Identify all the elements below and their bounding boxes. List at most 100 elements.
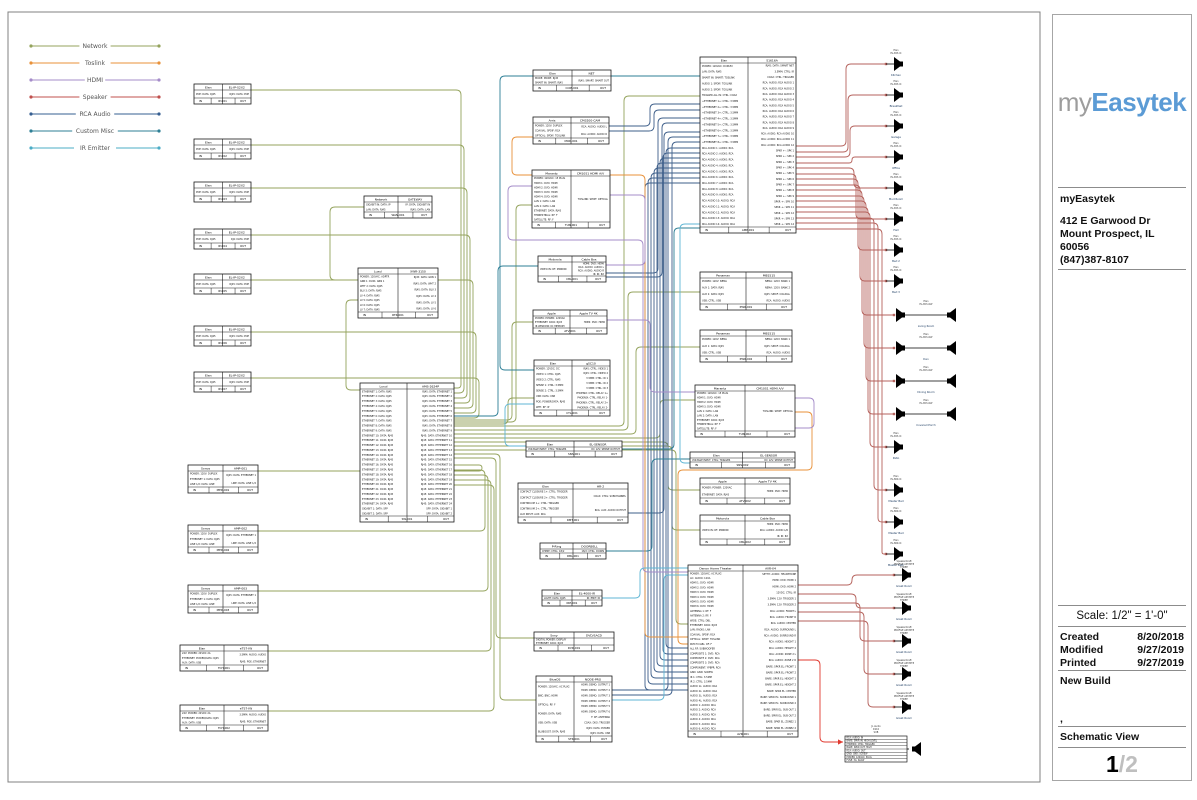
svg-text:OUT: OUT [599, 411, 605, 415]
svg-text:RCA AUDIO 12: AUDIO: RCA: RCA AUDIO 12: AUDIO: RCA [702, 211, 735, 214]
svg-text:SATELLITE: RF: F: SATELLITE: RF: F [697, 428, 717, 431]
svg-text:OUT: OUT [785, 228, 791, 232]
svg-text:ETHERNET: DATA: RJ45: ETHERNET: DATA: RJ45 [534, 209, 562, 212]
svg-text:LAN 2: DATA: LAN: LAN 2: DATA: LAN [534, 205, 555, 208]
wire-spk [798, 574, 894, 586]
wire-spk [796, 94, 886, 153]
svg-text:VIDEO IN: RF: MINIDIN: VIDEO IN: RF: MINIDIN [702, 529, 729, 532]
svg-text:TOSLINK: SPDIF: OPTICAL: TOSLINK: SPDIF: OPTICAL [578, 198, 609, 201]
svg-text:RJ45: DATA: ETHERNET 1: RJ45: DATA: ETHERNET 1 [226, 594, 256, 597]
svg-text:CTL-001: CTL-001 [566, 411, 578, 415]
logo-name: Easytek [1091, 87, 1187, 117]
wire-hdmi [607, 319, 695, 393]
svg-text:IN: IN [545, 554, 548, 558]
svg-text:BARE: SPKR EL: SUB OUT 1: BARE: SPKR EL: SUB OUT 1 [764, 708, 797, 711]
svg-text:BARE: SPKR OUT: HIGH: BARE: SPKR OUT: HIGH [847, 746, 873, 749]
svg-text:CBL-002: CBL-002 [739, 540, 751, 544]
svg-text:Marantz: Marantz [545, 172, 558, 176]
svg-text:+ETHERNET 8+: CTRL: 3.5MM: +ETHERNET 8+: CTRL: 3.5MM [702, 141, 738, 144]
svg-text:Toslink: Toslink [84, 60, 106, 67]
svg-text:OUT: OUT [781, 357, 787, 361]
svg-text:RCA: AUDIO: RCA AUDIO 7: RCA: AUDIO: RCA AUDIO 7 [763, 116, 795, 119]
svg-text:OUT: OUT [601, 737, 607, 741]
svg-text:RCA: AUDIO: ZONE 2 R: RCA: AUDIO: ZONE 2 R [769, 659, 797, 662]
svg-text:OUT: OUT [595, 554, 601, 558]
svg-text:IP-003: IP-003 [218, 197, 227, 201]
svg-text:3.5MM: CTRL: IR 3: 3.5MM: CTRL: IR 3 [586, 387, 608, 390]
svg-text:OPTICAL: SPDIF: TOSLINK: OPTICAL: SPDIF: TOSLINK [690, 638, 721, 641]
svg-text:RCA: AUDIO: SURROUND R: RCA: AUDIO: SURROUND R [764, 635, 796, 638]
svg-text:DOORBELL: DOORBELL [581, 545, 598, 549]
svg-text:SPKR +-: SPK 12: SPKR +-: SPK 12 [774, 212, 794, 215]
svg-text:HDMI 3: DVD: HDMI: HDMI 3: DVD: HDMI [534, 191, 558, 194]
svg-text:HDMI: DEMO: OUTPUT 1: HDMI: DEMO: OUTPUT 1 [581, 684, 610, 687]
svg-text:ETHERNET 15: DATA: RJ45: ETHERNET 15: DATA: RJ45 [362, 459, 394, 462]
svg-text:ETHERNET 13: DATA: RJ45: ETHERNET 13: DATA: RJ45 [362, 449, 394, 452]
svg-text:SNS-001: SNS-001 [568, 452, 580, 456]
wire-net [251, 89, 462, 389]
svg-text:RCA: AUDIO: RCA AUDIO 9: RCA: AUDIO: RCA AUDIO 9 [763, 127, 795, 130]
svg-text:AMP-002: AMP-002 [234, 527, 247, 531]
svg-text:HDMI: DEMO: OUTPUT 2: HDMI: DEMO: OUTPUT 2 [581, 689, 610, 692]
svg-text:Elan: Elan [199, 647, 206, 651]
svg-text:WAN-001: WAN-001 [392, 213, 405, 217]
wire-spk [798, 593, 894, 609]
svg-text:XWR-3150: XWR-3150 [410, 270, 426, 274]
svg-text:ETHERNET: DATA: RJ45: ETHERNET: DATA: RJ45 [535, 321, 563, 324]
wire-net [454, 457, 534, 639]
svg-text:RJ45: DATA: LAN: RJ45: DATA: LAN [411, 208, 431, 211]
svg-text:IP-007: IP-007 [218, 387, 227, 391]
svg-text:DBL-001: DBL-001 [567, 554, 579, 558]
wire-rca [609, 103, 700, 127]
svg-text:IN: IN [541, 737, 544, 741]
svg-text:CM10S1 HDMI A/V: CM10S1 HDMI A/V [577, 172, 605, 176]
wire-net [345, 299, 438, 391]
svg-text:BARE: SPKR EL: FRONT 2: BARE: SPKR EL: FRONT 2 [766, 671, 796, 674]
svg-text:OUT: OUT [247, 548, 253, 552]
svg-text:RJ45: DATA: ETHERNET 14: RJ45: DATA: ETHERNET 14 [421, 454, 453, 457]
svg-text:IN: IN [523, 518, 526, 522]
svg-text:BARE: SPKR EL: ZONE2 1: BARE: SPKR EL: ZONE2 1 [766, 721, 796, 724]
address-line-2: Mount Prospect, IL 60056 [1060, 228, 1155, 253]
svg-text:ETHERNET 14: DATA: RJ45: ETHERNET 14: DATA: RJ45 [362, 454, 394, 457]
svg-text:LAN 1: DATA: LAN: LAN 1: DATA: LAN [534, 200, 555, 203]
svg-text:USB: DATA: USB: USB: DATA: USB [538, 721, 557, 724]
page-indicator[interactable]: 1/2 [1053, 751, 1191, 778]
svg-text:OUT: OUT [240, 341, 246, 345]
page-current[interactable]: 1 [1106, 751, 1119, 777]
svg-text:OUT: OUT [240, 387, 246, 391]
svg-text:AUDIO 4: AUDIO: RCA: AUDIO 4: AUDIO: RCA [690, 718, 716, 721]
svg-text:MB1515: MB1515 [763, 332, 775, 336]
svg-text:COMPONENT: YPBPR: RCA: COMPONENT: YPBPR: RCA [690, 666, 721, 669]
svg-text:RCA: AUDIO: AUDIO L: RCA: AUDIO: AUDIO L [581, 126, 607, 129]
wire-ir [679, 223, 700, 464]
svg-text:TRIGGER ALL IN: CTRL: COAX: TRIGGER ALL IN: CTRL: COAX [702, 94, 737, 97]
wire-net [258, 469, 486, 532]
svg-text:ETHERNET 24: DATA: RJ45: ETHERNET 24: DATA: RJ45 [362, 503, 394, 506]
svg-text:IP-001: IP-001 [218, 99, 227, 103]
svg-text:POWER: 120VAC: ADPTR: POWER: 120VAC: ADPTR [360, 275, 390, 278]
svg-text:IP-005: IP-005 [218, 289, 227, 293]
svg-text:EL-653-IC: EL-653-IC [890, 269, 901, 272]
svg-text:SpeakerCraft: SpeakerCraft [897, 692, 912, 695]
svg-text:RCA: AUDIO: HEIGHT 1: RCA: AUDIO: HEIGHT 1 [769, 641, 797, 644]
svg-text:HDMI: DEMO: OUTPUT 6: HDMI: DEMO: OUTPUT 6 [581, 711, 610, 714]
svg-text:Network: Network [375, 198, 388, 202]
svg-text:ETHERNET 17: DATA: RJ45: ETHERNET 17: DATA: RJ45 [362, 468, 394, 471]
svg-text:POWER: 120V: NEMA: POWER: 120V: NEMA [702, 338, 727, 341]
svg-text:GRN 1: DATA: GRN 1: GRN 1: DATA: GRN 1 [360, 280, 385, 283]
svg-text:Master Bed: Master Bed [888, 499, 904, 503]
svg-text:PHOENIX: CTRL: RELAY 2+: PHOENIX: CTRL: RELAY 2+ [576, 402, 608, 405]
svg-text:EL-IP-S2X2: EL-IP-S2X2 [229, 86, 245, 90]
page-total[interactable]: /2 [1118, 751, 1138, 777]
svg-text:OUT: OUT [779, 499, 785, 503]
svg-text:VOLTAGE INPUT: CTRL: TRIGGER: VOLTAGE INPUT: CTRL: TRIGGER [692, 459, 731, 462]
svg-text:RCA: AUDIO: RCA AUDIO 4: RCA: AUDIO: RCA AUDIO 4 [763, 99, 795, 102]
